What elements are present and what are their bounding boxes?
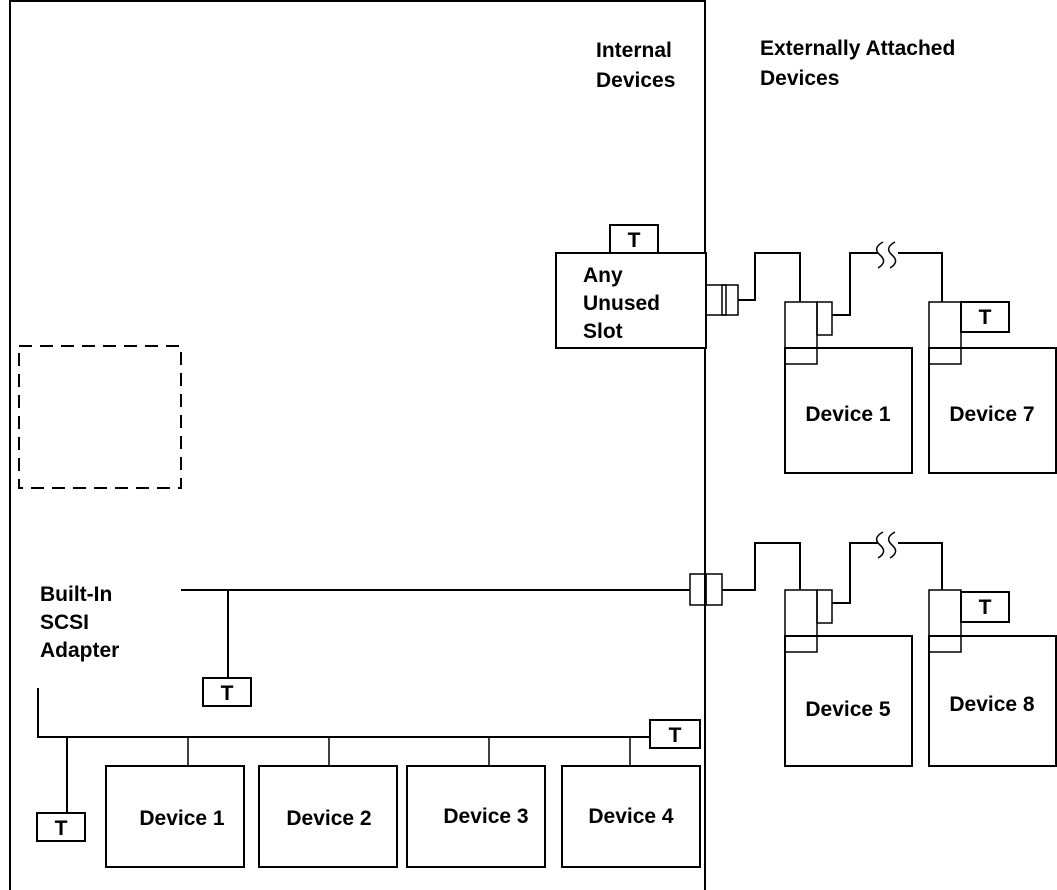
unused-slot-adapter: Any Unused Slot [555, 252, 707, 349]
terminator-unused-slot: T [609, 224, 659, 254]
builtin-adapter-label-line1: Built-In [40, 583, 112, 606]
unused-slot-label-line1: Any [583, 264, 623, 287]
svg-text:T: T [221, 682, 234, 705]
external-device-8-label: Device 8 [949, 693, 1035, 716]
svg-text:T: T [979, 596, 992, 619]
builtin-adapter-label-line3: Adapter [40, 639, 119, 662]
terminator-adapter: T [202, 677, 252, 707]
terminator-bus-start: T [36, 812, 86, 842]
external-device-5: Device 5 [784, 589, 913, 767]
unused-slot-label-line3: Slot [583, 320, 623, 343]
internal-device-1: Device 1 [105, 765, 245, 868]
internal-device-2: Device 2 [258, 765, 398, 868]
external-device-7: Device 7 [928, 301, 1057, 474]
unused-slot-label-line2: Unused [583, 292, 660, 315]
terminator-device-7: T [960, 301, 1010, 333]
internal-devices-heading-line2: Devices [596, 69, 675, 92]
external-cable-lower-c [898, 542, 943, 590]
svg-text:T: T [979, 306, 992, 329]
svg-text:T: T [628, 229, 641, 252]
external-device-7-label: Device 7 [949, 403, 1034, 426]
cable-break-lower [875, 531, 897, 559]
svg-text:T: T [55, 817, 68, 840]
internal-device-3-label: Device 3 [443, 805, 528, 828]
internal-device-1-label: Device 1 [139, 807, 225, 830]
external-device-1: Device 1 [784, 301, 913, 474]
cable-break-upper [875, 241, 897, 269]
external-device-5-label: Device 5 [805, 698, 891, 721]
external-cable-upper-c [898, 252, 943, 302]
internal-device-bus [37, 688, 650, 738]
external-cable-upper-a [738, 252, 801, 302]
external-device-1-label: Device 1 [805, 403, 891, 426]
external-cable-lower-b [832, 542, 878, 604]
internal-device-3: Device 3 [406, 765, 546, 868]
external-cable-upper-b [832, 252, 878, 316]
external-devices-heading-line1: Externally Attached [760, 37, 955, 60]
internal-device-2-label: Device 2 [286, 807, 371, 830]
builtin-scsi-adapter: Built-In SCSI Adapter [18, 345, 182, 662]
builtin-adapter-label-line2: SCSI [40, 611, 89, 634]
terminator-bus-end: T [649, 719, 701, 749]
external-connector-upper [705, 284, 739, 316]
internal-device-4-label: Device 4 [588, 805, 674, 828]
internal-devices-heading-line1: Internal [596, 39, 672, 62]
svg-text:T: T [669, 724, 682, 747]
external-device-8: Device 8 [928, 589, 1057, 767]
external-devices-heading-line2: Devices [760, 67, 839, 90]
external-cable-lower-a [722, 542, 801, 591]
internal-device-4: Device 4 [561, 765, 701, 868]
external-connector-lower [689, 573, 723, 606]
system-unit-outline [9, 0, 706, 890]
terminator-device-8: T [960, 591, 1010, 623]
